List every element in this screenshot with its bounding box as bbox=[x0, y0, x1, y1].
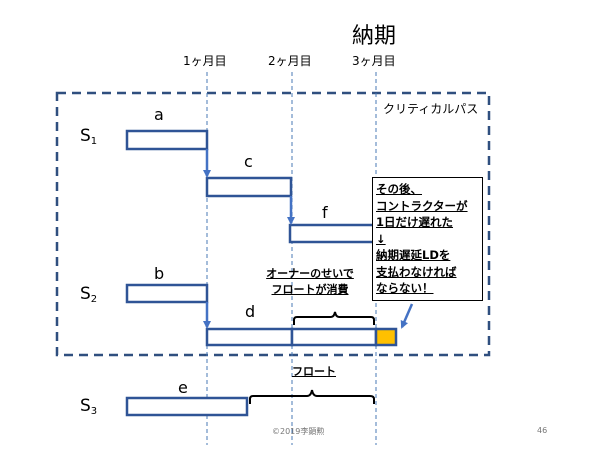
note-line: 1日だけ遅れた bbox=[376, 215, 454, 229]
delivery-deadline-title: 納期 bbox=[352, 24, 397, 49]
contractor-delay-note: その後、 コントラクターが 1日だけ遅れた ↓ 納期遅延LDを 支払わなければ … bbox=[372, 177, 483, 301]
task-bar-f bbox=[288, 223, 377, 244]
task-bar-e bbox=[125, 396, 249, 417]
task-bar-d bbox=[205, 327, 294, 347]
float-label: フロート bbox=[292, 365, 336, 378]
task-label-f: f bbox=[322, 203, 328, 222]
page-number: 46 bbox=[537, 426, 548, 435]
owner-note-line: フロートが消費 bbox=[271, 283, 349, 296]
month-label-3: 3ヶ月目 bbox=[352, 54, 396, 68]
note-line: コントラクターが bbox=[376, 198, 468, 213]
note-line: 納期遅延LDを bbox=[376, 248, 451, 262]
month-label-2: 2ヶ月目 bbox=[268, 54, 312, 68]
float-brace bbox=[249, 389, 375, 404]
owner-float-brace bbox=[293, 311, 375, 325]
task-bar-b bbox=[125, 283, 209, 304]
row-label-s3: S3 bbox=[80, 396, 98, 417]
note-line: その後、 bbox=[376, 182, 422, 196]
task-label-d: d bbox=[245, 302, 256, 321]
task-label-b: b bbox=[154, 264, 165, 283]
critical-path-box bbox=[55, 91, 491, 357]
owner-note-line: オーナーのせいで bbox=[266, 267, 354, 280]
task-label-e: e bbox=[178, 378, 188, 397]
note-line: ならない！ bbox=[376, 281, 434, 295]
note-line: 支払わなければ bbox=[376, 264, 457, 279]
task-label-c: c bbox=[244, 152, 253, 171]
row-label-s2: S2 bbox=[80, 284, 98, 305]
month-label-1: 1ヶ月目 bbox=[183, 54, 227, 68]
arrow-to-delay bbox=[400, 303, 414, 329]
task-label-a: a bbox=[154, 105, 164, 124]
note-line: ↓ bbox=[376, 231, 386, 246]
delay-block bbox=[374, 327, 398, 347]
task-bar-d-float bbox=[290, 327, 378, 347]
task-bar-a bbox=[125, 129, 209, 151]
owner-float-note: オーナーのせいで フロートが消費 bbox=[248, 266, 372, 298]
copyright-footer: ©2019李顕勲 bbox=[272, 427, 325, 436]
critical-path-label: クリティカルパス bbox=[383, 102, 479, 116]
task-bar-c bbox=[205, 176, 293, 198]
row-label-s1: S1 bbox=[80, 126, 98, 147]
